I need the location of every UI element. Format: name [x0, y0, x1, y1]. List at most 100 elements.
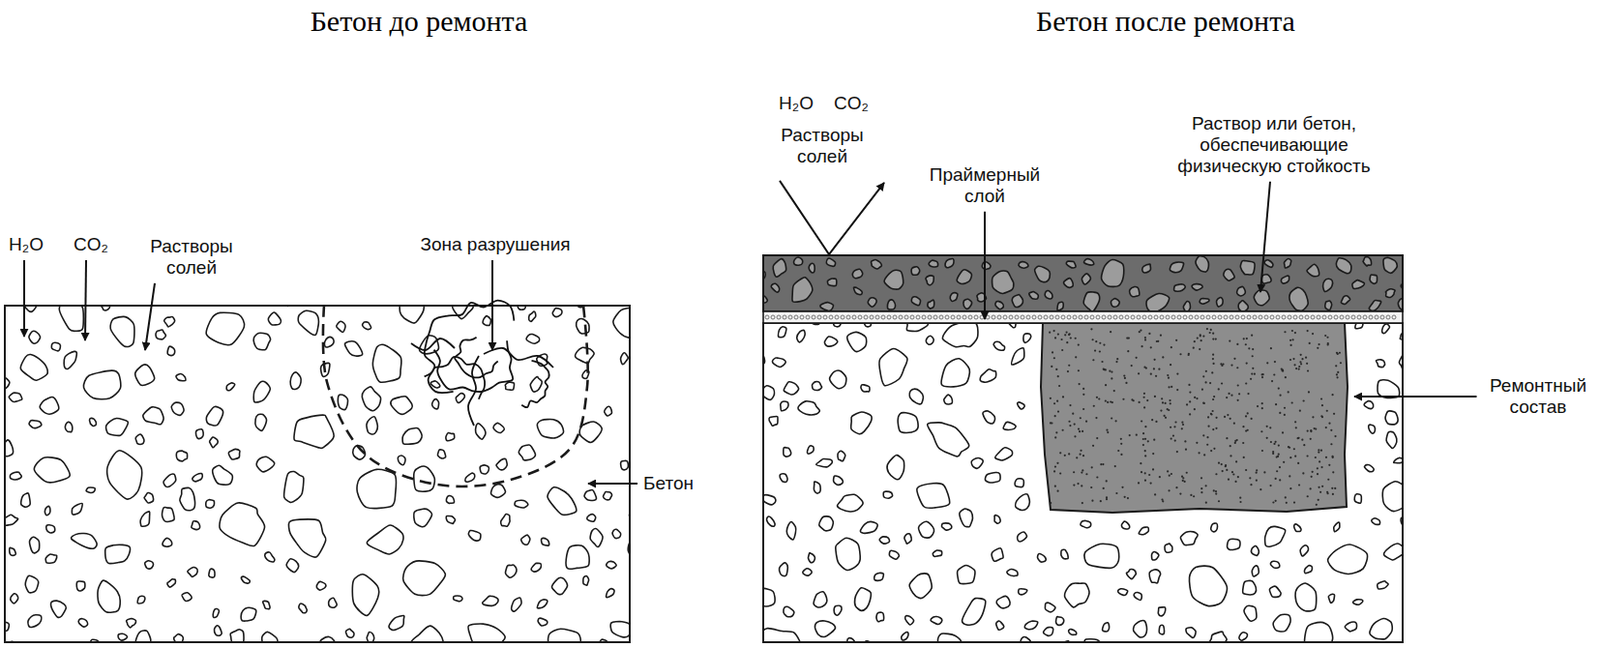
filler-dot — [1298, 368, 1301, 371]
aggregate-stone — [1064, 278, 1074, 289]
primer-bead — [1119, 315, 1124, 320]
leader-arrow — [85, 260, 87, 341]
filler-dot — [1198, 451, 1201, 454]
aggregate-stone — [228, 448, 240, 460]
filler-dot — [1104, 384, 1107, 386]
aggregate-stone — [792, 277, 813, 303]
aggregate-stone — [867, 297, 877, 307]
aggregate-stone — [772, 259, 786, 278]
filler-dot — [1293, 363, 1296, 366]
aggregate-stone — [779, 562, 789, 577]
aggregate-stone — [29, 330, 41, 344]
filler-dot — [1251, 367, 1254, 370]
aggregate-stone — [174, 634, 184, 642]
aggregate-stone — [1044, 291, 1053, 299]
aggregate-stone — [517, 306, 527, 310]
filler-dot — [1270, 347, 1273, 350]
aggregate-stone — [853, 287, 862, 296]
aggregate-stone — [388, 616, 405, 631]
aggregate-stone — [911, 296, 920, 306]
aggregate-stone — [187, 566, 198, 577]
primer-bead — [916, 315, 920, 320]
aggregate-stone — [941, 523, 951, 531]
filler-dot — [1317, 486, 1320, 489]
callout-label: Раствор или бетон, обеспечивающие физиче… — [1170, 113, 1379, 178]
filler-dot — [1233, 422, 1236, 425]
filler-dot — [1154, 395, 1156, 398]
filler-dot — [1274, 500, 1277, 503]
filler-dot — [1316, 467, 1319, 470]
aggregate-stone — [771, 357, 786, 367]
panel-heading: Бетон до ремонта — [310, 4, 529, 39]
filler-dot — [1212, 410, 1215, 413]
aggregate-stone — [797, 329, 805, 342]
filler-dot — [1269, 426, 1272, 429]
filler-dot — [1251, 355, 1254, 357]
aggregate-stone — [963, 298, 973, 309]
filler-dot — [1057, 375, 1060, 378]
filler-dot — [1214, 492, 1217, 495]
filler-dot — [1300, 354, 1303, 356]
filler-dot — [1297, 437, 1300, 440]
aggregate-stone — [925, 335, 934, 345]
aggregate-stone — [590, 528, 603, 547]
callout-label: Растворы солей — [143, 236, 240, 279]
filler-dot — [1126, 497, 1129, 500]
aggregate-stone — [855, 588, 872, 612]
aggregate-stone — [583, 576, 590, 587]
filler-dot — [1078, 383, 1081, 386]
filler-dot — [1144, 454, 1147, 457]
filler-dot — [1200, 487, 1203, 490]
filler-dot — [1057, 333, 1060, 336]
aggregate-stone — [1352, 280, 1365, 290]
primer-bead — [875, 315, 880, 320]
aggregate-stone — [928, 260, 938, 267]
filler-dot — [1220, 463, 1223, 466]
filler-dot — [1234, 480, 1237, 483]
filler-dot — [1193, 340, 1196, 343]
aggregate-stone — [1377, 380, 1400, 399]
filler-dot — [1207, 425, 1210, 428]
aggregate-stone — [1080, 520, 1092, 528]
filler-dot — [1261, 402, 1264, 405]
filler-dot — [1100, 360, 1103, 363]
filler-dot — [1062, 429, 1065, 432]
filler-dot — [1161, 500, 1164, 503]
primer-bead — [939, 315, 944, 320]
aggregate-stone — [1068, 629, 1077, 636]
filler-dot — [1235, 460, 1238, 463]
leader-arrow — [23, 260, 26, 337]
filler-dot — [1327, 342, 1330, 345]
filler-dot — [1053, 402, 1056, 405]
filler-dot — [1273, 373, 1275, 376]
aggregate-stone — [206, 406, 223, 426]
aggregate-stone — [603, 491, 613, 500]
aggregate-stone — [1253, 290, 1270, 306]
primer-bead — [1368, 315, 1373, 320]
filler-dot — [1105, 479, 1108, 482]
callout-label: Праймерный слой — [926, 164, 1043, 208]
filler-dot — [1182, 423, 1185, 426]
filler-dot — [1108, 370, 1111, 373]
primer-bead — [776, 315, 781, 320]
filler-dot — [1140, 471, 1143, 474]
filler-dot — [1224, 465, 1227, 468]
aggregate-stone — [971, 458, 983, 470]
primer-bead — [1212, 315, 1216, 320]
aggregate-stone — [59, 306, 84, 331]
aggregate-stone — [482, 595, 499, 606]
aggregate-stone — [1384, 543, 1402, 561]
aggregate-stone — [1375, 359, 1385, 368]
filler-dot — [1248, 476, 1251, 479]
aggregate-stone — [399, 306, 424, 324]
filler-dot — [1205, 370, 1208, 373]
filler-dot — [1237, 384, 1240, 386]
aggregate-stone — [764, 628, 802, 642]
primer-bead — [1258, 315, 1263, 320]
primer-bead — [950, 315, 955, 320]
aggregate-stone — [994, 515, 1001, 525]
aggregate-stone — [1335, 258, 1352, 274]
filler-dot — [1308, 342, 1311, 345]
filler-dot — [1130, 364, 1133, 367]
primer-bead — [1084, 315, 1089, 320]
